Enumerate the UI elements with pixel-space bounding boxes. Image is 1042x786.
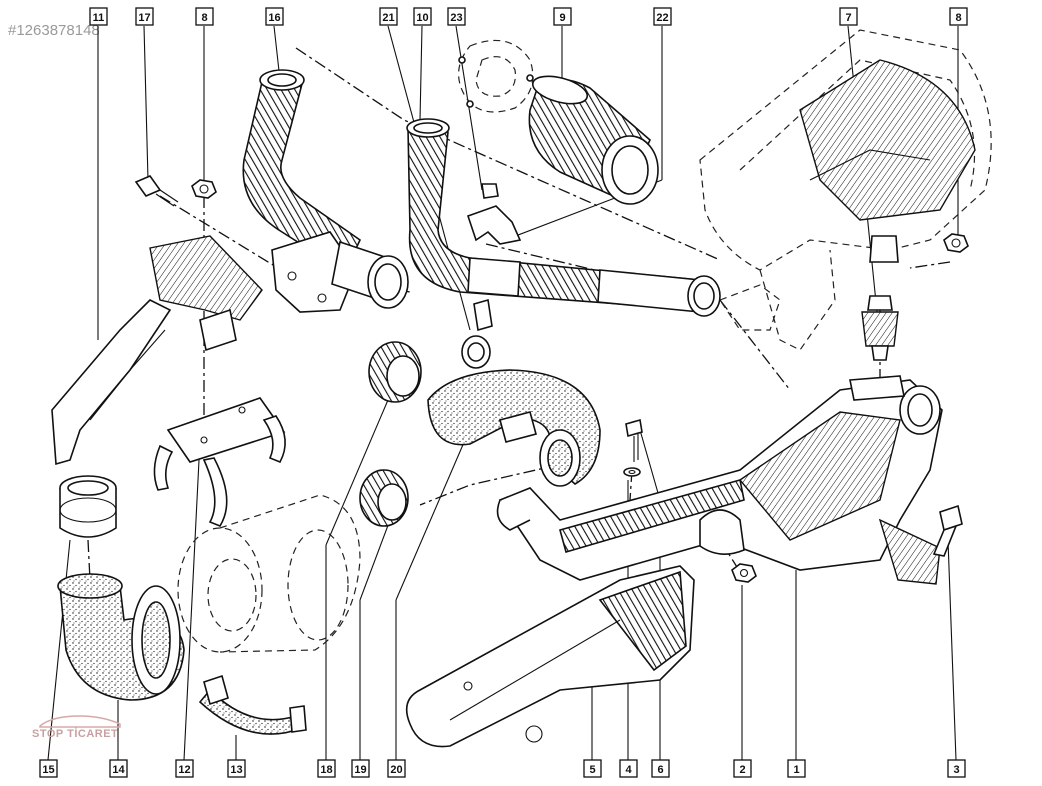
screw-6 xyxy=(625,418,643,462)
hose-clamp-21 xyxy=(461,298,493,369)
svg-text:1: 1 xyxy=(793,764,799,776)
svg-text:18: 18 xyxy=(320,764,332,776)
bolt-3 xyxy=(932,504,963,557)
filter-cartridge-outline xyxy=(177,494,361,653)
svg-text:8: 8 xyxy=(955,12,961,24)
nut-8-right xyxy=(943,233,969,253)
clamp-13 xyxy=(198,674,307,735)
callout-17: 17 xyxy=(135,7,154,26)
svg-text:10: 10 xyxy=(416,12,428,24)
strap-bracket-12 xyxy=(153,397,286,527)
svg-text:12: 12 xyxy=(178,764,190,776)
corrugated-hose-16 xyxy=(242,69,409,313)
callout-19: 19 xyxy=(351,759,370,778)
svg-text:9: 9 xyxy=(559,12,565,24)
watermark-text: STOP TİCARET xyxy=(32,728,119,740)
callout-11: 11 xyxy=(89,7,108,26)
svg-text:11: 11 xyxy=(93,12,105,24)
foam-duct-20 xyxy=(427,369,601,487)
gasket-23 xyxy=(458,39,534,113)
svg-text:2: 2 xyxy=(739,764,745,776)
callout-15: 15 xyxy=(39,759,58,778)
svg-text:5: 5 xyxy=(589,764,595,776)
callout-22: 22 xyxy=(653,7,672,26)
car-silhouette-icon xyxy=(39,715,121,728)
lower-duct-5 xyxy=(405,565,695,748)
callout-6: 6 xyxy=(651,759,670,778)
svg-text:3: 3 xyxy=(953,764,959,776)
callout-13: 13 xyxy=(227,759,246,778)
rubber-mount-7 xyxy=(861,295,899,361)
callout-3: 3 xyxy=(947,759,966,778)
svg-text:16: 16 xyxy=(268,12,280,24)
callout-21: 21 xyxy=(379,7,398,26)
callout-9: 9 xyxy=(553,7,572,26)
svg-text:8: 8 xyxy=(201,12,207,24)
callout-12: 12 xyxy=(175,759,194,778)
clip-22 xyxy=(466,183,522,245)
svg-text:14: 14 xyxy=(112,764,125,776)
svg-text:6: 6 xyxy=(657,764,663,776)
svg-text:22: 22 xyxy=(656,12,668,24)
watermark-logo: STOP TİCARET xyxy=(32,712,142,740)
svg-text:17: 17 xyxy=(138,12,150,24)
sleeve-15 xyxy=(59,475,117,538)
catalog-id-label: #1263878148 xyxy=(8,22,100,39)
callout-23: 23 xyxy=(447,7,466,26)
air-filter-housing-outline xyxy=(699,29,992,351)
callout-7: 7 xyxy=(839,7,858,26)
svg-text:20: 20 xyxy=(390,764,402,776)
svg-text:7: 7 xyxy=(845,12,851,24)
intake-bellows-9 xyxy=(528,75,659,205)
corrugated-hose-10 xyxy=(406,118,721,317)
washer-4 xyxy=(623,467,641,477)
air-intake-housing-1 xyxy=(496,375,943,585)
ring-19 xyxy=(359,469,409,527)
bolt-17 xyxy=(134,175,179,207)
mounting-bracket-11 xyxy=(51,235,263,466)
nut-2 xyxy=(731,563,757,583)
svg-text:19: 19 xyxy=(354,764,366,776)
callout-4: 4 xyxy=(619,759,638,778)
svg-text:13: 13 xyxy=(230,764,242,776)
callout-1: 1 xyxy=(787,759,806,778)
callout-2: 2 xyxy=(733,759,752,778)
callout-8-left: 8 xyxy=(195,7,214,26)
callout-16: 16 xyxy=(265,7,284,26)
svg-text:15: 15 xyxy=(42,764,54,776)
svg-text:4: 4 xyxy=(625,764,632,776)
nut-8-left xyxy=(191,179,217,199)
callout-18: 18 xyxy=(317,759,336,778)
svg-text:23: 23 xyxy=(450,12,462,24)
ring-18 xyxy=(368,341,422,403)
callout-20: 20 xyxy=(387,759,406,778)
elbow-duct-14 xyxy=(57,573,185,701)
callout-10: 10 xyxy=(413,7,432,26)
callout-14: 14 xyxy=(109,759,128,778)
callout-8-right: 8 xyxy=(949,7,968,26)
mount-post xyxy=(869,235,899,263)
callout-5: 5 xyxy=(583,759,602,778)
svg-text:21: 21 xyxy=(382,12,394,24)
